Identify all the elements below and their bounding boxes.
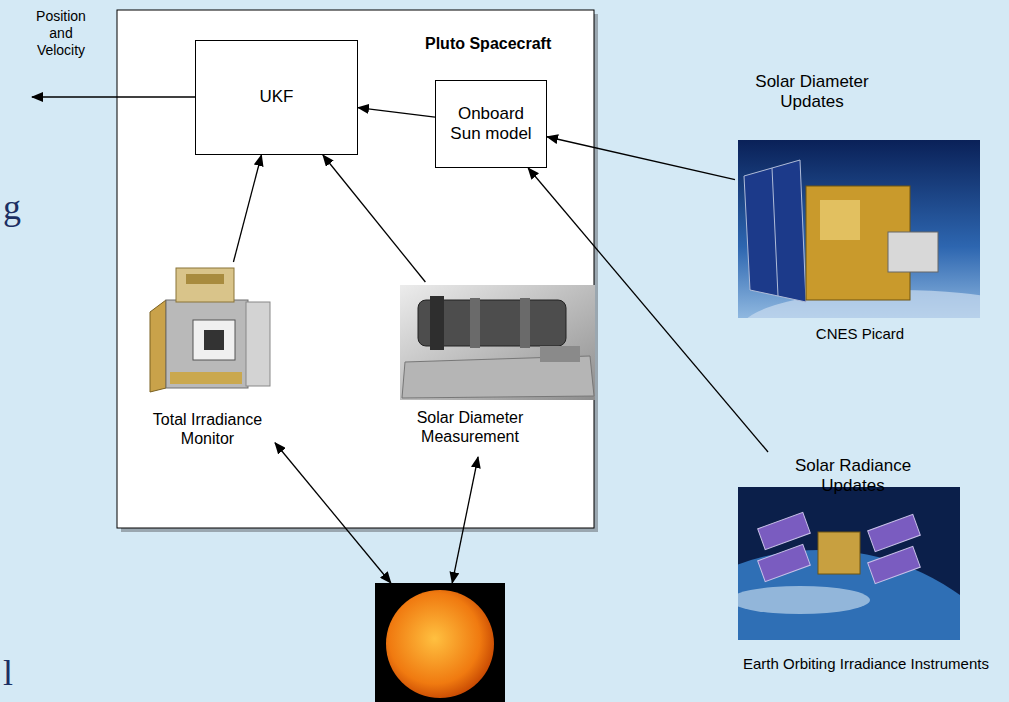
cropped-letter: l: [3, 652, 13, 695]
lens-ring: [470, 298, 480, 348]
monitor-aperture: [204, 330, 224, 350]
solar-panel: [744, 160, 806, 302]
monitor-side: [246, 302, 270, 386]
connector-arrow: [547, 137, 735, 180]
node-text: Onboard Sun model: [442, 104, 540, 145]
satellite-node: Solar Diameter UpdatesCNES Picard: [735, 68, 985, 348]
connector-arrow: [323, 155, 425, 282]
earth-satellite-picture: [738, 487, 960, 640]
node-text: Solar Radiance Updates: [788, 456, 918, 497]
spacecraft-outline: [117, 10, 594, 528]
instrument-node: Total Irradiance Monitor: [140, 262, 275, 460]
node-text: UKF: [260, 87, 294, 107]
panel-seam: [772, 168, 778, 296]
diameter-instrument-picture: [400, 285, 595, 400]
picard-picture: [738, 140, 980, 318]
instrument-node: Solar Diameter Measurement: [395, 282, 597, 457]
node-text: Solar Diameter Updates: [747, 72, 877, 113]
spacecraft-box: Pluto SpacecraftUKF Onboard Sun modelTota…: [117, 10, 594, 528]
lens-ring: [520, 298, 530, 348]
connector-arrow: [358, 108, 435, 118]
cloud: [738, 586, 870, 614]
body-panel: [820, 200, 860, 240]
monitor-slot: [186, 274, 224, 284]
output-arrow: [32, 96, 195, 97]
connector-arrow: [452, 457, 478, 583]
irradiance-monitor-picture: [150, 268, 270, 392]
picture-ground: [738, 140, 980, 318]
picture-ground: [400, 285, 595, 400]
satellite-node: Solar Radiance UpdatesEarth Orbiting Irr…: [728, 452, 1004, 684]
sun-ground: [375, 583, 505, 702]
node-text: CNES Picard: [790, 325, 930, 343]
sun-node: [375, 583, 505, 702]
solar-panel: [758, 544, 811, 581]
gold-panel: [150, 300, 166, 392]
connector-arrow: [233, 155, 261, 262]
sun-picture: [375, 583, 505, 702]
base-plate: [402, 356, 594, 398]
solar-panel: [868, 546, 921, 583]
monitor-body: [166, 300, 248, 388]
solar-panel: [868, 514, 921, 551]
cropped-letter: g: [3, 186, 21, 229]
connector-arrow: [275, 443, 391, 583]
filter-box: UKF: [195, 40, 358, 155]
node-text: Total Irradiance Monitor: [140, 410, 275, 448]
mount: [540, 346, 580, 362]
connector-arrow: [528, 168, 768, 452]
instrument: [888, 232, 938, 272]
sun-disc: [386, 590, 494, 698]
output-label: Position and Velocity: [24, 8, 98, 58]
model-box: Onboard Sun model: [435, 80, 547, 168]
monitor-base: [170, 372, 242, 384]
node-text: Pluto Spacecraft: [425, 34, 585, 53]
node-text: Solar Diameter Measurement: [400, 408, 540, 446]
solar-panel: [758, 512, 811, 549]
lens-ring: [430, 296, 444, 350]
monitor-top: [176, 268, 234, 302]
node-text: Earth Orbiting Irradiance Instruments: [728, 655, 1004, 673]
satellite-body: [818, 532, 860, 574]
monitor-window: [193, 320, 235, 360]
